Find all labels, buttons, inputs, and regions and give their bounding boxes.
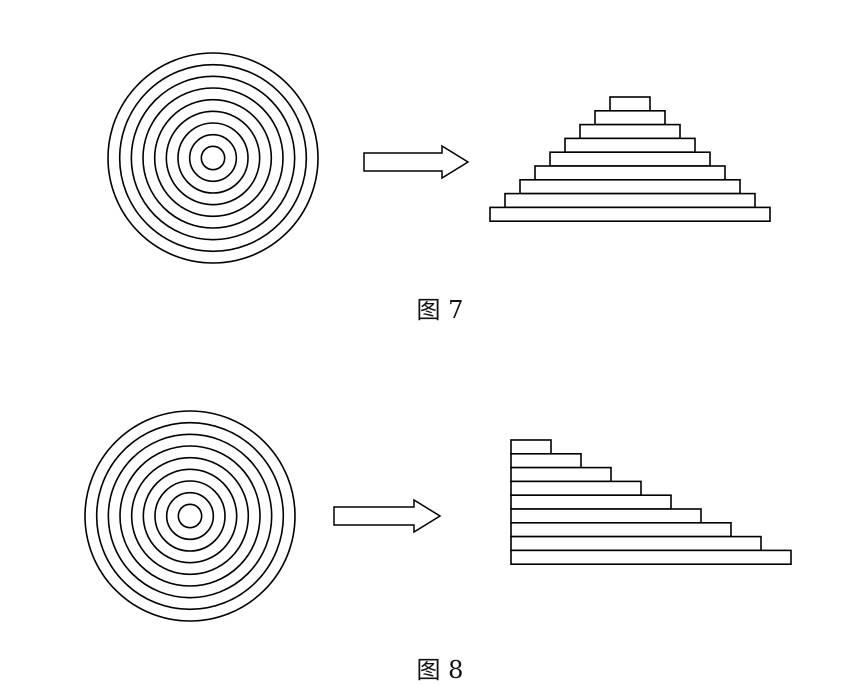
fig7-ring-4 (142, 87, 284, 229)
fig7-strip-5 (549, 151, 711, 167)
fig8-strip-6 (510, 508, 702, 524)
fig8-strip-8 (510, 535, 762, 552)
fig8-ring-8 (165, 491, 215, 541)
fig8-ring-1 (84, 410, 296, 622)
fig8-strip-1 (510, 439, 552, 455)
fig8-strip-2 (510, 452, 582, 469)
fig8-ring-3 (107, 433, 273, 599)
fig8-ring-5 (130, 456, 250, 576)
fig7-strip-2 (594, 110, 666, 126)
fig8-ring-7 (154, 480, 226, 552)
fig7-ring-2 (118, 63, 308, 253)
fig8-strip-5 (510, 494, 672, 510)
fig7-concentric-circles (107, 52, 319, 264)
fig8-strip-3 (510, 466, 612, 483)
fig7-strip-3 (579, 123, 681, 140)
fig8-strip-9 (510, 549, 792, 566)
fig8-ring-4 (119, 445, 261, 587)
fig7-ring-7 (177, 122, 249, 194)
fig7-strip-8 (504, 192, 756, 209)
fig8-arrow (333, 498, 442, 534)
figure-8-caption: 图 8 (416, 656, 464, 684)
fig7-ring-5 (153, 98, 273, 218)
fig8-strip-7 (510, 521, 732, 538)
fig8-concentric-circles (84, 410, 296, 622)
fig8-ring-9 (177, 503, 203, 529)
fig7-arrow (363, 144, 470, 180)
fig7-ring-6 (165, 110, 261, 206)
fig7-strip-7 (519, 179, 741, 195)
fig8-staircase-strips (510, 439, 792, 566)
fig7-ring-1 (107, 52, 319, 264)
fig8-ring-2 (95, 421, 285, 611)
fig7-strip-1 (609, 96, 651, 112)
fig7-ring-3 (130, 75, 296, 241)
figure-7-caption: 图 7 (416, 296, 464, 324)
fig7-ring-8 (188, 133, 238, 183)
fig7-strip-4 (564, 137, 696, 153)
fig8-strip-4 (510, 480, 642, 496)
figure-7 (107, 52, 771, 264)
figure-8 (84, 410, 792, 622)
fig7-pyramid-strips (489, 96, 771, 222)
fig7-ring-9 (200, 145, 226, 171)
fig7-strip-6 (534, 165, 726, 181)
fig7-strip-9 (489, 206, 771, 222)
fig8-ring-6 (142, 468, 238, 564)
